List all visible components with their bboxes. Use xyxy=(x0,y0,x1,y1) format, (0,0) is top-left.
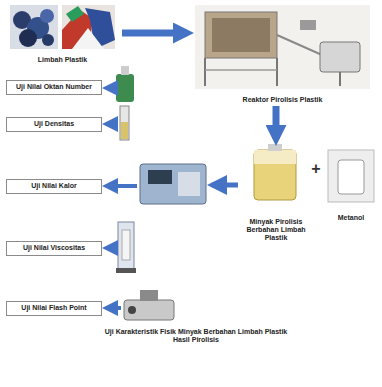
oil-bottle xyxy=(254,144,296,200)
node-text: Metanol xyxy=(337,214,365,222)
test-box: Uji Nilai Viscositas xyxy=(6,241,102,256)
methanol-photo xyxy=(328,150,374,202)
node-text: Minyak Pirolisis Berbahan Limbah Plastik xyxy=(240,218,312,242)
node-text: Limbah Plastik xyxy=(37,56,88,64)
pyrolysis-oil: Minyak Pirolisis Berbahan Limbah Plastik xyxy=(240,142,312,242)
pyrolysis-reactor: Reaktor Pirolisis Plastik xyxy=(190,2,375,104)
flash-point-tester xyxy=(124,290,174,320)
flow-arrow xyxy=(106,184,137,188)
flow-arrow xyxy=(106,122,117,126)
methanol: Metanol xyxy=(324,142,378,222)
flow-arrow xyxy=(106,246,115,250)
plus-sign: + xyxy=(309,160,323,178)
node-text: Uji Nilai Flash Point xyxy=(21,304,86,312)
flow-arrow xyxy=(212,183,238,188)
calorimeter xyxy=(140,164,206,204)
viscometer xyxy=(116,222,136,273)
test-box: Uji Nilai Kalor xyxy=(6,179,102,194)
test-box: Uji Nilai Oktan Number xyxy=(6,80,102,95)
plastic-waste-photo xyxy=(10,5,115,49)
node-text: Uji Nilai Oktan Number xyxy=(16,83,92,91)
node-text: Uji Densitas xyxy=(34,120,74,128)
test-box: Uji Densitas xyxy=(6,117,102,132)
density-cylinder xyxy=(120,106,129,140)
node-text: Uji Nilai Viscositas xyxy=(23,244,85,252)
reactor-photo xyxy=(195,5,370,89)
plastic-waste: Limbah Plastik xyxy=(5,2,120,64)
flow-arrow xyxy=(106,306,121,310)
node-text: Reaktor Pirolisis Plastik xyxy=(242,96,324,104)
test-box: Uji Nilai Flash Point xyxy=(6,301,102,316)
flow-arrow xyxy=(122,30,187,37)
octane-bottle xyxy=(116,66,134,102)
flow-arrow xyxy=(273,106,280,139)
figure-caption: Uji Karakteristik Fisik Minyak Berbahan … xyxy=(96,328,296,344)
flow-arrow xyxy=(106,86,114,90)
node-text: Uji Nilai Kalor xyxy=(31,182,77,190)
